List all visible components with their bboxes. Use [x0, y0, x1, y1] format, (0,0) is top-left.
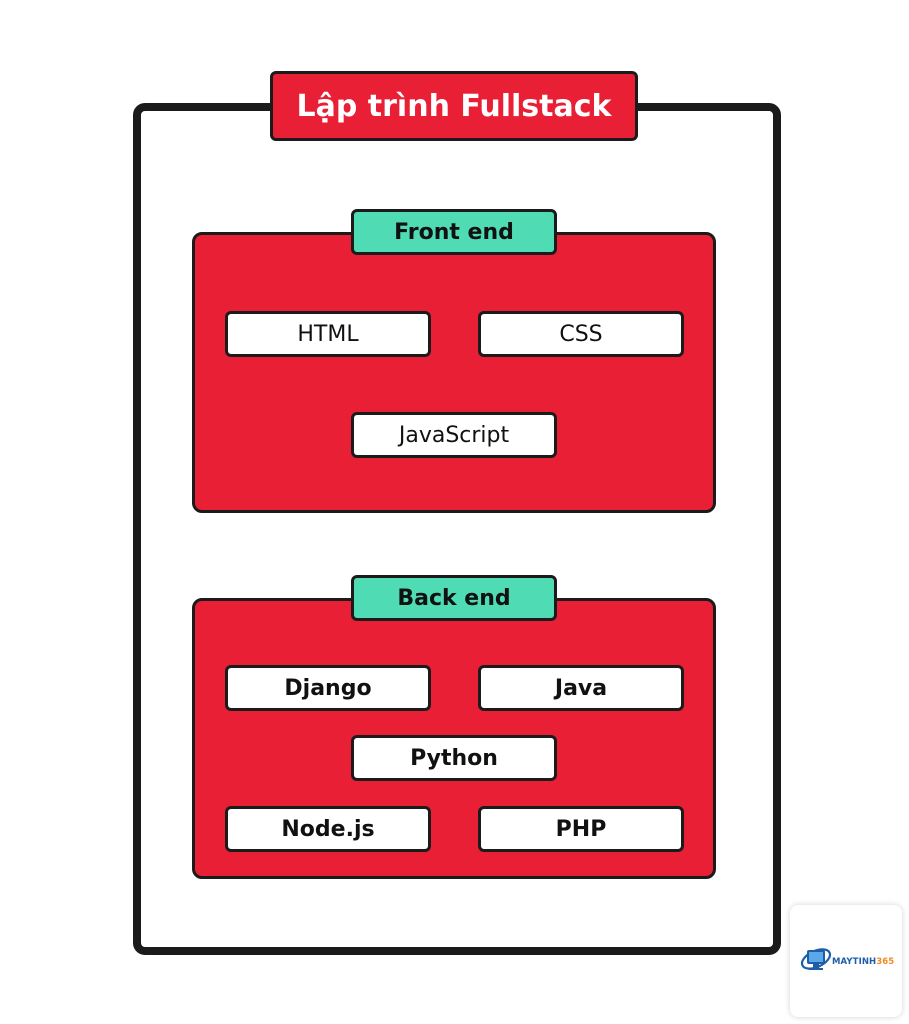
frontend-item-css: CSS	[478, 311, 684, 357]
monitor-logo-icon	[800, 948, 832, 970]
backend-item-nodejs: Node.js	[225, 806, 431, 852]
backend-item-java: Java	[478, 665, 684, 711]
frontend-section	[192, 232, 716, 513]
backend-item-django: Django	[225, 665, 431, 711]
backend-item-python: Python	[351, 735, 557, 781]
diagram-title: Lập trình Fullstack	[270, 71, 638, 141]
watermark-logo: MAYTINH365	[790, 905, 902, 1017]
backend-label: Back end	[351, 575, 557, 621]
frontend-item-javascript: JavaScript	[351, 412, 557, 458]
logo-brand-text: MAYTINH365	[832, 957, 895, 967]
backend-item-php: PHP	[478, 806, 684, 852]
frontend-label: Front end	[351, 209, 557, 255]
frontend-item-html: HTML	[225, 311, 431, 357]
